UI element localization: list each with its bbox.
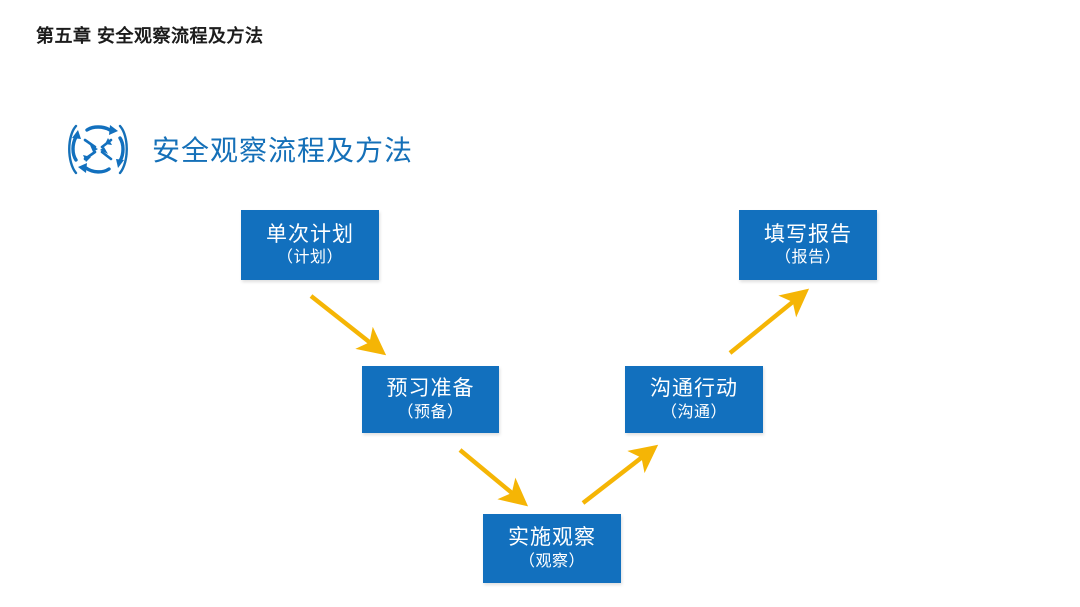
flow-node-title: 预习准备: [386, 377, 475, 401]
connector-commune-to-report: [728, 288, 810, 355]
flow-node-prepare[interactable]: 预习准备 （预备）: [362, 366, 499, 433]
flow-node-subtitle: （预备）: [397, 403, 464, 421]
section-title-label: 安全观察流程及方法: [152, 135, 414, 166]
circular-arrows-process-icon: [68, 124, 128, 175]
connector-prepare-to-observe: [458, 448, 529, 507]
flow-node-communicate[interactable]: 沟通行动 （沟通）: [625, 366, 763, 433]
slide-header-title: 第五章 安全观察流程及方法: [36, 26, 264, 46]
flow-node-subtitle: （计划）: [276, 249, 343, 267]
flow-node-title: 实施观察: [508, 526, 596, 550]
section-title: 安全观察流程及方法: [62, 116, 413, 182]
flow-node-plan[interactable]: 单次计划 （计划）: [241, 210, 379, 280]
flow-node-subtitle: （观察）: [518, 552, 585, 570]
flow-node-subtitle: （沟通）: [660, 403, 727, 421]
flow-node-title: 填写报告: [764, 222, 852, 246]
flow-node-subtitle: （报告）: [774, 249, 841, 267]
flow-node-report[interactable]: 填写报告 （报告）: [739, 210, 877, 280]
flow-node-title: 沟通行动: [650, 377, 738, 401]
connector-plan-to-prepare: [309, 294, 387, 356]
flow-node-title: 单次计划: [266, 222, 354, 246]
flow-node-observe[interactable]: 实施观察 （观察）: [483, 514, 621, 583]
connector-observe-to-commune: [581, 444, 659, 505]
